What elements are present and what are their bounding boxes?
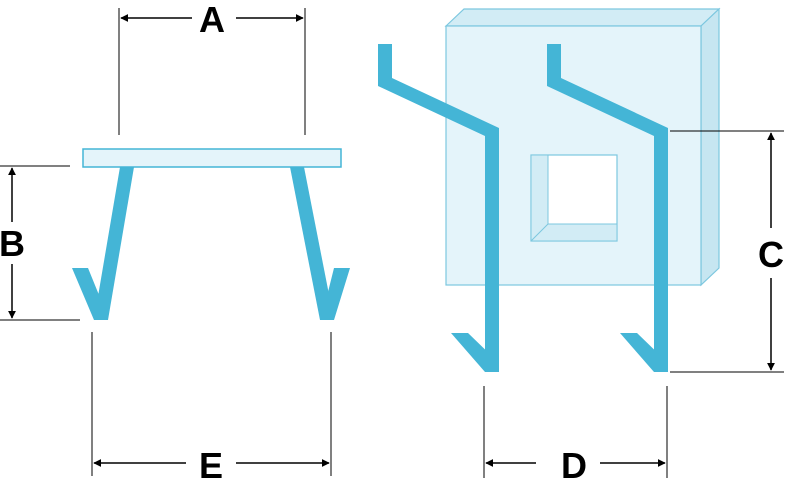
clip-right-leg [290, 167, 334, 320]
panel-top-face [444, 8, 721, 27]
dimension-a: A [118, 0, 306, 135]
clip-bent-barb-left [451, 333, 499, 372]
clip-right-barb [320, 268, 350, 320]
clip-top-plate [82, 148, 342, 168]
label-c: C [758, 234, 784, 275]
left-clip-view [72, 148, 350, 320]
clip-left-barb [72, 268, 108, 320]
dimension-b: B [0, 165, 80, 321]
label-a: A [199, 0, 225, 40]
dimension-d: D [483, 386, 668, 486]
clip-bent-leg-left [378, 44, 499, 372]
clip-bent-barb-right [620, 333, 668, 372]
label-e: E [199, 445, 223, 486]
label-d: D [561, 445, 587, 486]
panel-right-face [700, 7, 720, 287]
clip-left-leg [94, 167, 134, 320]
clip-bent-leg-right [547, 44, 668, 372]
label-b: B [0, 223, 25, 264]
dimension-c: C [670, 130, 784, 373]
dimension-e: E [91, 332, 332, 486]
right-clip-view [378, 7, 721, 372]
